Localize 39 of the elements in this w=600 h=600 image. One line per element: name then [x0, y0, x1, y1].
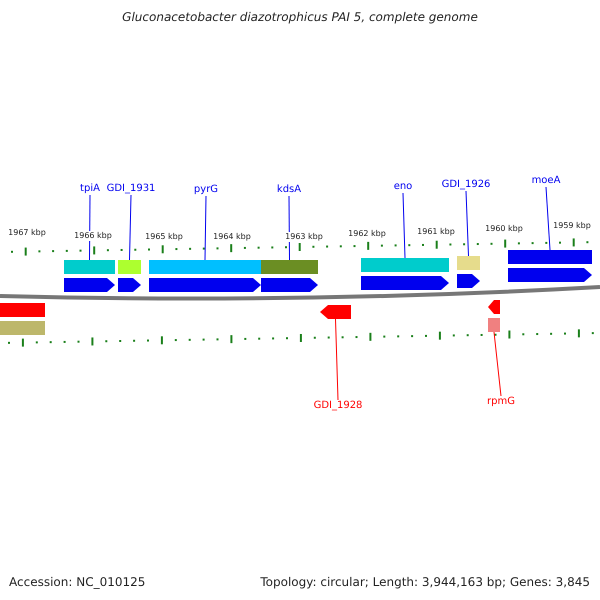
gene-drawing — [149, 260, 261, 292]
gene-label: pyrG — [194, 184, 218, 196]
gene-drawing — [64, 260, 115, 292]
gene-drawing — [457, 256, 480, 288]
accession-text: Accession: NC_010125 — [9, 575, 146, 589]
leader-line — [129, 194, 132, 260]
gene-drawing — [118, 260, 141, 292]
scale-label: 1960 kbp — [485, 224, 523, 234]
scale-label: 1961 kbp — [417, 227, 455, 237]
scale-label: 1962 kbp — [348, 229, 386, 239]
genome-summary-text: Topology: circular; Length: 3,944,163 bp; Genes: 3,845 — [260, 575, 590, 589]
leader-line — [335, 318, 338, 400]
gene-drawing — [488, 300, 500, 332]
scale-label: 1964 kbp — [213, 232, 251, 242]
scale-label: 1965 kbp — [145, 232, 183, 242]
leader-line — [89, 194, 90, 260]
gene-label: kdsA — [276, 184, 302, 196]
gene-label: GDI_1926 — [442, 179, 490, 191]
leader-line — [402, 192, 406, 258]
scale-label: 1966 kbp — [74, 231, 112, 241]
leader-line — [494, 332, 502, 396]
leader-line — [204, 196, 206, 260]
scale-label: 1959 kbp — [553, 221, 591, 231]
gene-label: tpiA — [80, 183, 100, 195]
title: Gluconacetobacter diazotrophicus PAI 5, complete genome — [121, 10, 479, 24]
gene-label: eno — [394, 181, 412, 193]
leader-line — [546, 186, 550, 250]
gene-drawing — [508, 250, 592, 282]
gene-label: moeA — [532, 175, 560, 187]
gene-label: GDI_1928 — [314, 400, 362, 412]
gene-drawing — [320, 305, 351, 319]
scale-label: 1967 kbp — [8, 228, 46, 238]
gene-label: GDI_1931 — [106, 183, 156, 195]
scale-label: 1963 kbp — [285, 232, 323, 242]
leader-line — [466, 190, 469, 256]
gene-drawing — [361, 258, 449, 290]
gene-label: rpmG — [487, 396, 515, 408]
gene-drawing — [261, 260, 318, 292]
leader-line — [288, 196, 290, 260]
